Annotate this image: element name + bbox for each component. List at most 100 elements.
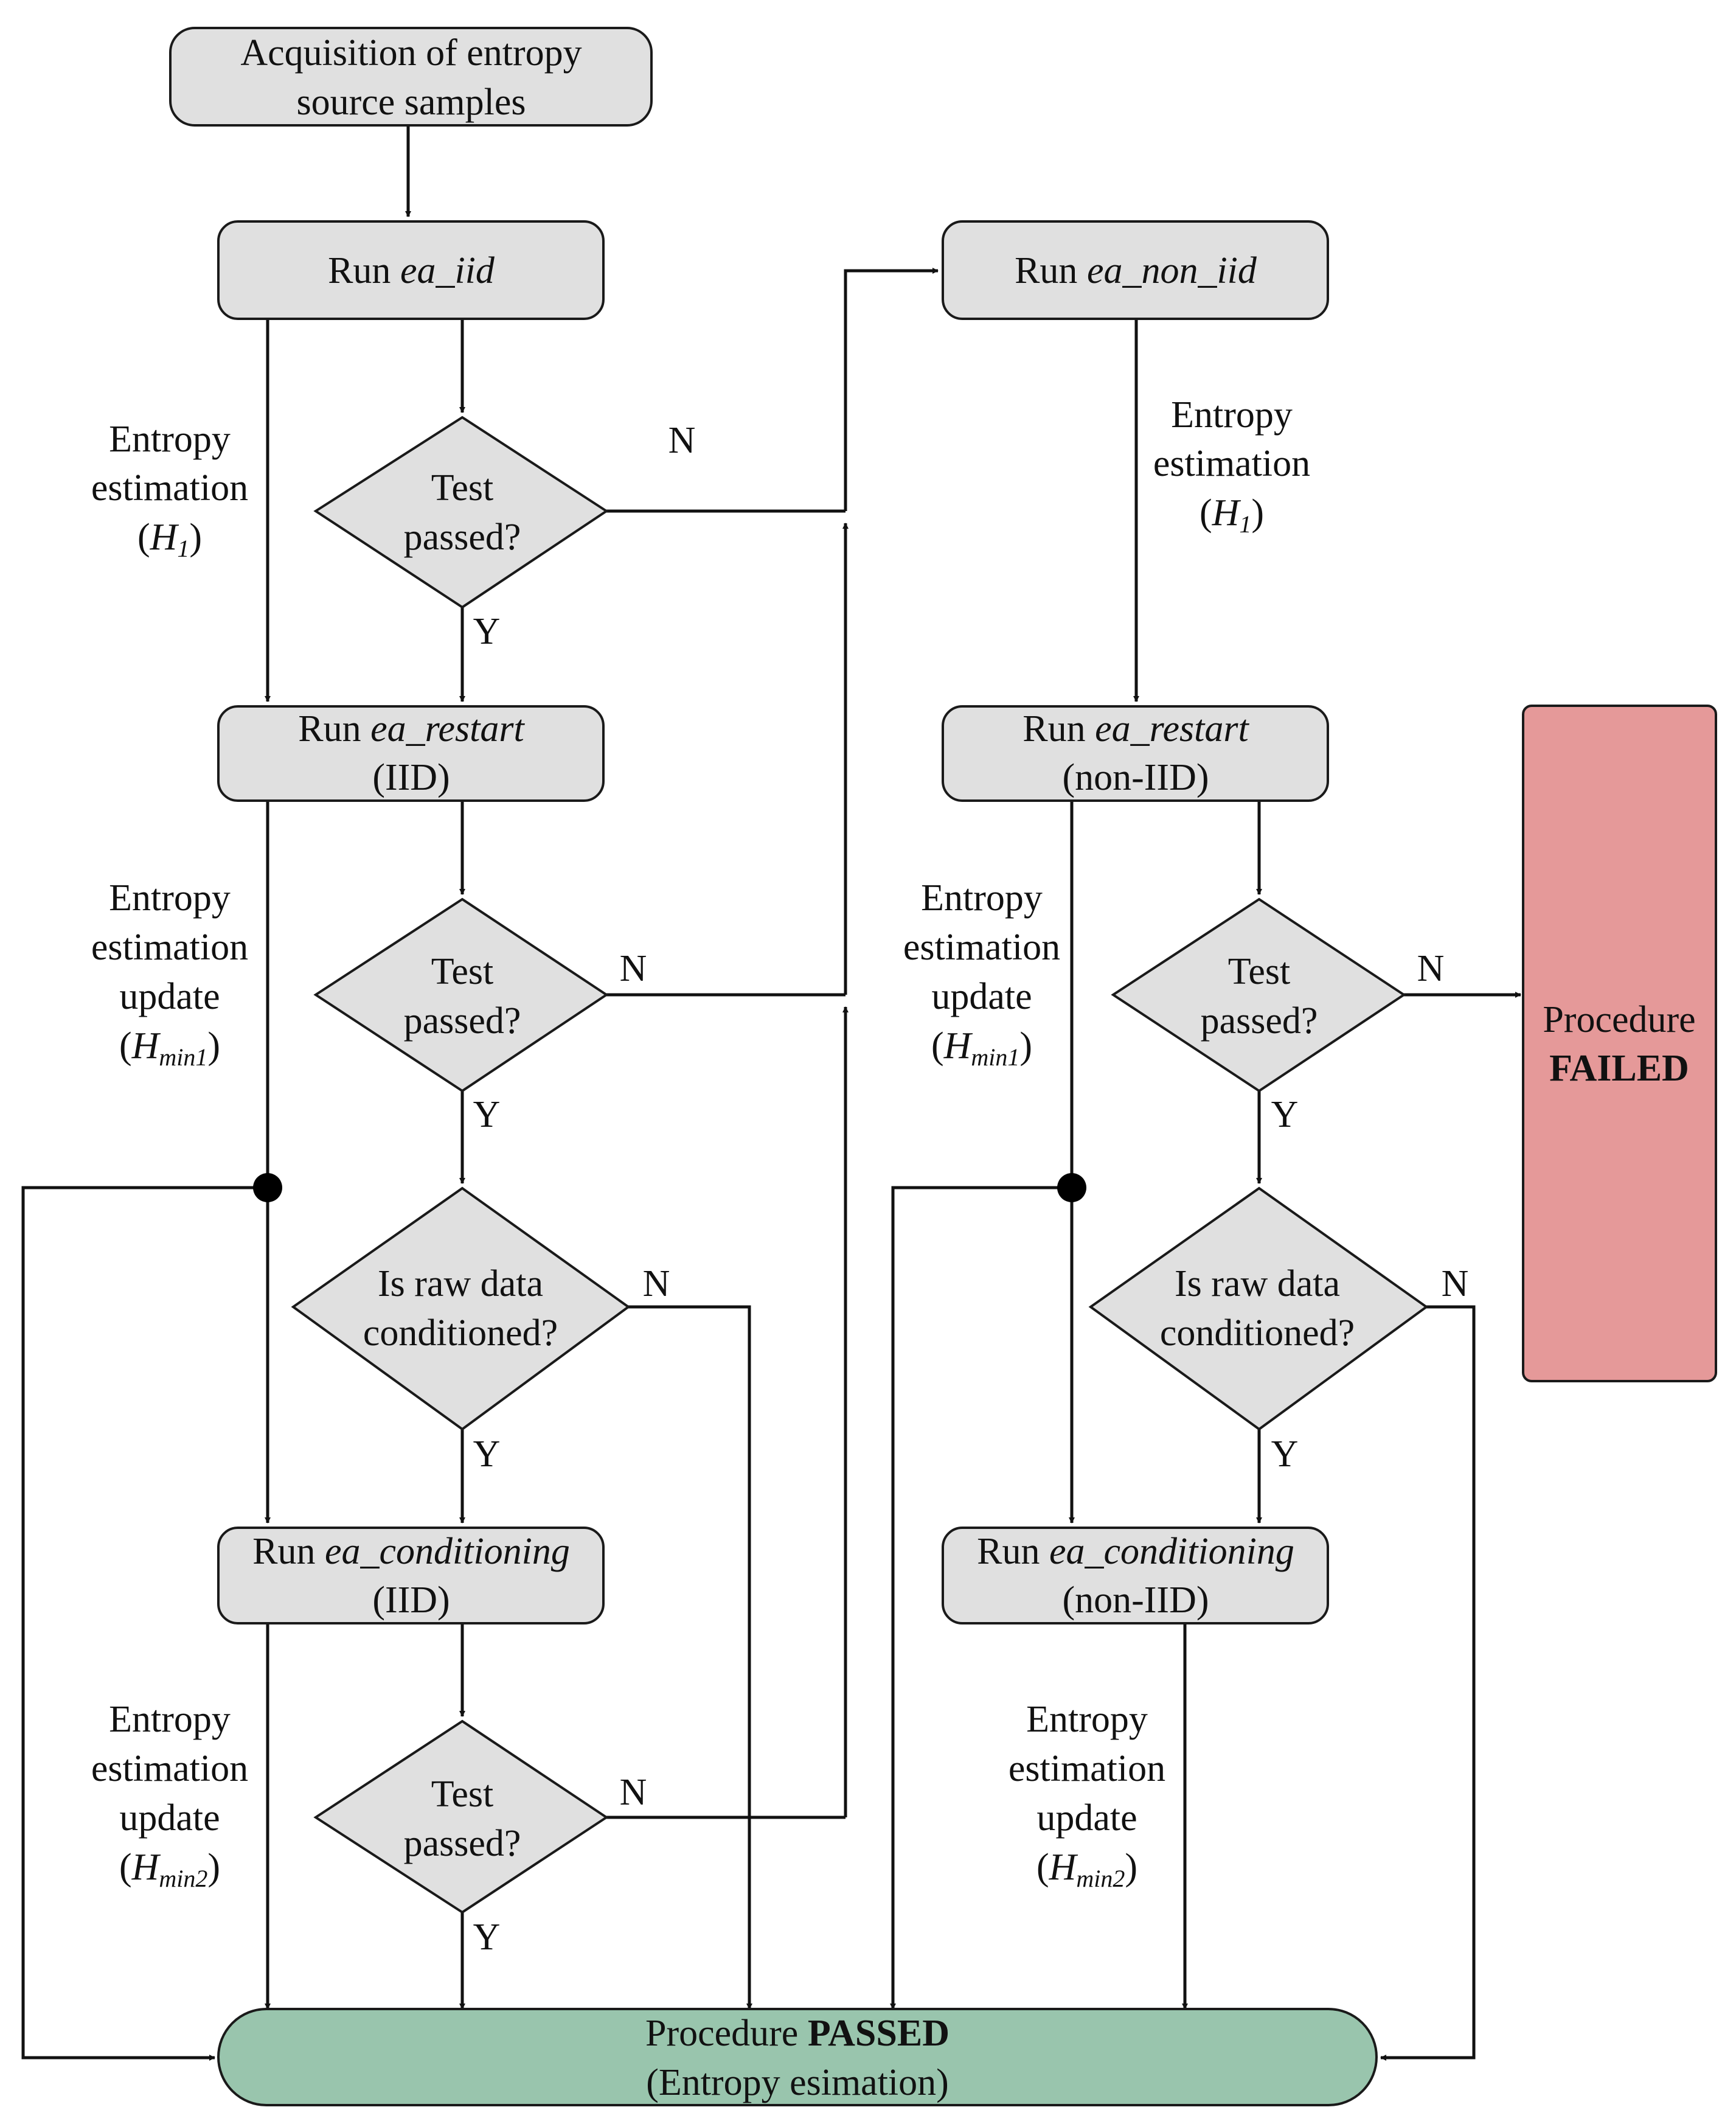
run-prefix: Run xyxy=(977,1531,1049,1572)
annot-line2: estimation xyxy=(1153,443,1310,484)
cond-q-iid-line1: Is raw data xyxy=(378,1263,543,1304)
annot-line2: estimation xyxy=(903,927,1060,968)
annot-line2: estimation xyxy=(91,927,248,968)
connectors xyxy=(21,125,1521,2061)
passed-line2: (Entropy esimation) xyxy=(646,2062,949,2103)
annot-line2: estimation xyxy=(1009,1748,1165,1789)
annot-line3: update xyxy=(1036,1797,1137,1839)
edge-junction-noniid-to-passed xyxy=(890,1186,1072,2010)
edge-cond-q-noniid-no xyxy=(1380,1305,1476,2061)
cond-q-noniid-line2: conditioned? xyxy=(1160,1312,1355,1354)
label-y-test3: Y xyxy=(1271,1094,1299,1135)
annot-subscript: min2 xyxy=(1076,1865,1125,1892)
annotation-hmin1-noniid: Entropy estimation update (Hmin1) xyxy=(903,877,1060,1071)
annot-line2: estimation xyxy=(91,1748,248,1789)
annot-paren-close: ) xyxy=(207,1847,220,1888)
svg-text:Run ea_restart: Run ea_restart xyxy=(1023,708,1249,750)
run-prefix: Run xyxy=(1023,708,1095,750)
annot-subscript: 1 xyxy=(177,535,189,562)
annot-line1: Entropy xyxy=(109,419,231,460)
run-cond-noniid-box: Run ea_conditioning (non-IID) xyxy=(942,1527,1329,1624)
svg-text:Run ea_non_iid: Run ea_non_iid xyxy=(1015,250,1257,291)
svg-text:(Hmin1): (Hmin1) xyxy=(931,1025,1032,1071)
edge-cond-q-iid-no xyxy=(628,1305,752,2010)
label-y-test1: Y xyxy=(473,611,501,652)
svg-text:Run ea_restart: Run ea_restart xyxy=(298,708,525,750)
run-ea-iid-box: Run ea_iid xyxy=(217,220,605,320)
label-y-cond-noniid: Y xyxy=(1271,1433,1299,1475)
test2-line1: Test xyxy=(431,951,493,992)
label-n-test2: N xyxy=(620,948,647,989)
run-prefix: Run xyxy=(252,1531,325,1572)
annot-paren-close: ) xyxy=(1019,1025,1032,1067)
label-n-test3: N xyxy=(1417,948,1445,989)
svg-text:(H1): (H1) xyxy=(137,517,202,562)
label-y-cond-iid: Y xyxy=(473,1433,501,1475)
ea-iid-name: ea_iid xyxy=(400,250,495,291)
ea-conditioning-name: ea_conditioning xyxy=(1049,1531,1294,1572)
run-prefix: Run xyxy=(298,708,370,750)
svg-text:(H1): (H1) xyxy=(1200,492,1264,538)
svg-text:(Hmin2): (Hmin2) xyxy=(119,1847,220,1892)
annot-subscript: 1 xyxy=(1239,510,1251,538)
restart-noniid-line2: (non-IID) xyxy=(1062,757,1209,798)
annot-line1: Entropy xyxy=(1171,394,1293,436)
label-y-test4: Y xyxy=(473,1917,501,1958)
svg-text:Run ea_conditioning: Run ea_conditioning xyxy=(977,1531,1294,1572)
passed-bold: PASSED xyxy=(808,2013,950,2054)
cond-question-noniid-diamond: Is raw data conditioned? xyxy=(1088,1186,1429,1431)
annot-subscript: min1 xyxy=(159,1043,207,1071)
junction-dot-iid xyxy=(253,1173,282,1202)
run-prefix: Run xyxy=(328,250,400,291)
annot-line1: Entropy xyxy=(109,1699,231,1740)
annot-line3: update xyxy=(119,976,220,1017)
ea-non-iid-name: ea_non_iid xyxy=(1087,250,1257,291)
annot-symbol: H xyxy=(943,1025,973,1067)
annot-subscript: min1 xyxy=(971,1043,1019,1071)
ea-restart-name: ea_restart xyxy=(370,708,525,750)
test4-line2: passed? xyxy=(404,1823,521,1864)
annot-paren-close: ) xyxy=(1125,1847,1137,1888)
annot-line1: Entropy xyxy=(921,877,1043,919)
label-n-cond-noniid: N xyxy=(1442,1263,1469,1304)
test2-line2: passed? xyxy=(404,1000,521,1042)
annot-paren-open: ( xyxy=(1200,492,1212,534)
junction-dot-noniid xyxy=(1057,1173,1086,1202)
annot-paren-open: ( xyxy=(137,517,150,558)
label-n-test1: N xyxy=(668,420,696,461)
run-restart-iid-box: Run ea_restart (IID) xyxy=(217,705,605,802)
annot-paren-close: ) xyxy=(1251,492,1264,534)
annot-line1: Entropy xyxy=(109,877,231,919)
run-restart-noniid-box: Run ea_restart (non-IID) xyxy=(942,705,1329,802)
annot-symbol: H xyxy=(1212,492,1241,534)
annot-line2: estimation xyxy=(91,467,248,509)
svg-text:(Hmin1): (Hmin1) xyxy=(119,1025,220,1071)
ea-conditioning-name: ea_conditioning xyxy=(325,1531,570,1572)
annot-subscript: min2 xyxy=(159,1865,207,1892)
ea-restart-name: ea_restart xyxy=(1095,708,1249,750)
annotation-hmin1-iid: Entropy estimation update (Hmin1) xyxy=(91,877,248,1071)
test2-diamond: Test passed? xyxy=(313,897,609,1093)
restart-iid-line2: (IID) xyxy=(372,757,450,798)
annotation-h1-iid: Entropy estimation (H1) xyxy=(91,419,248,562)
failed-line2: FAILED xyxy=(1549,1048,1689,1089)
svg-text:Procedure PASSED: Procedure PASSED xyxy=(645,2013,950,2054)
annot-symbol: H xyxy=(150,517,179,558)
acquisition-line2: source samples xyxy=(296,82,526,123)
test3-diamond: Test passed? xyxy=(1111,897,1406,1093)
cond-question-iid-diamond: Is raw data conditioned? xyxy=(291,1186,631,1431)
acquisition-box: Acquisition of entropy source samples xyxy=(169,27,653,127)
procedure-passed-box: Procedure PASSED (Entropy esimation) xyxy=(217,2008,1378,2106)
svg-text:Run ea_iid: Run ea_iid xyxy=(328,250,495,291)
annot-line1: Entropy xyxy=(1026,1699,1148,1740)
annot-paren-open: ( xyxy=(1036,1847,1049,1888)
test1-line1: Test xyxy=(431,467,493,509)
annotation-hmin2-iid: Entropy estimation update (Hmin2) xyxy=(91,1699,248,1892)
cond-q-noniid-line1: Is raw data xyxy=(1175,1263,1340,1304)
cond-q-iid-line2: conditioned? xyxy=(363,1312,558,1354)
annot-symbol: H xyxy=(1049,1847,1078,1888)
svg-text:Run ea_conditioning: Run ea_conditioning xyxy=(252,1531,570,1572)
test3-line1: Test xyxy=(1228,951,1290,992)
test3-line2: passed? xyxy=(1201,1000,1318,1042)
